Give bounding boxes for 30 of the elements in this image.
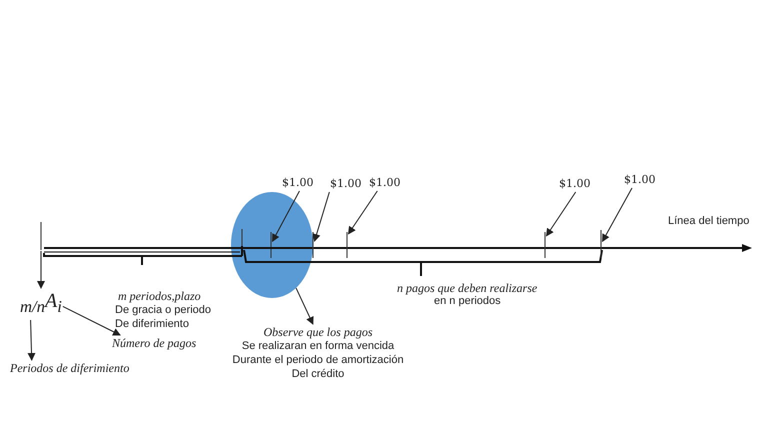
annotation-text: n pagos que deben realizarse <box>397 281 538 295</box>
tick-mark <box>544 232 546 258</box>
formula-label: $_{m/n}$A$_{i}$ <box>20 289 62 318</box>
arrow <box>348 190 378 235</box>
tick-mark <box>346 232 348 258</box>
arrow <box>62 306 121 336</box>
amount-label: $1.00 <box>559 177 590 191</box>
arrow <box>28 320 36 361</box>
amount-label: $1.00 <box>369 176 400 190</box>
annotation-text: Número de pagos <box>112 336 196 350</box>
annotation-text: en n periodos <box>434 294 501 308</box>
arrow <box>312 192 330 242</box>
note-heading: Observe que los pagos <box>262 325 374 339</box>
circle <box>231 192 313 298</box>
arrow <box>546 192 576 237</box>
amount-label: $1.00 <box>282 176 314 190</box>
tick-mark <box>40 222 42 250</box>
axis-label: Línea del tiempo <box>668 214 750 228</box>
tick-mark <box>270 232 272 258</box>
annotation-text: De gracia o periodo De diferimiento <box>115 303 211 331</box>
amount-label: $1.00 <box>624 173 656 187</box>
tick-mark <box>600 230 602 258</box>
arrow <box>602 188 632 242</box>
arrow <box>37 250 45 289</box>
annotation-text: Periodos de diferimiento <box>10 361 130 375</box>
amount-label: $1.00 <box>330 177 362 191</box>
arrow <box>296 287 314 325</box>
note-text: Se realizaran en forma vencida Durante el periodo de amortización Del crédito <box>231 339 405 381</box>
annotation-text: m periodos,plazo <box>118 289 201 303</box>
tick-mark <box>312 232 314 258</box>
